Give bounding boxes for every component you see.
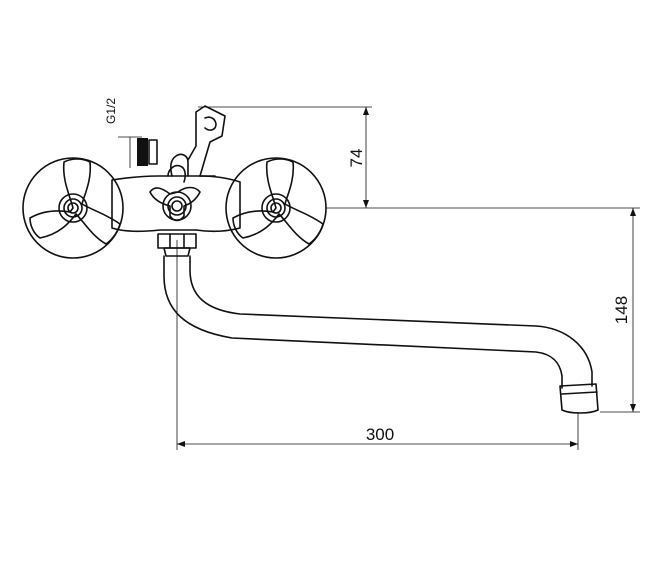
faucet-body [111, 105, 241, 257]
thread-size-label: G1/2 [104, 98, 118, 124]
dimension-74-label: 74 [347, 149, 366, 168]
spout [163, 255, 599, 414]
dimension-300-label: 300 [366, 425, 394, 444]
right-handle [225, 157, 327, 259]
dimension-148-label: 148 [612, 296, 631, 324]
dimension-lines [118, 106, 640, 450]
left-handle [22, 157, 124, 259]
